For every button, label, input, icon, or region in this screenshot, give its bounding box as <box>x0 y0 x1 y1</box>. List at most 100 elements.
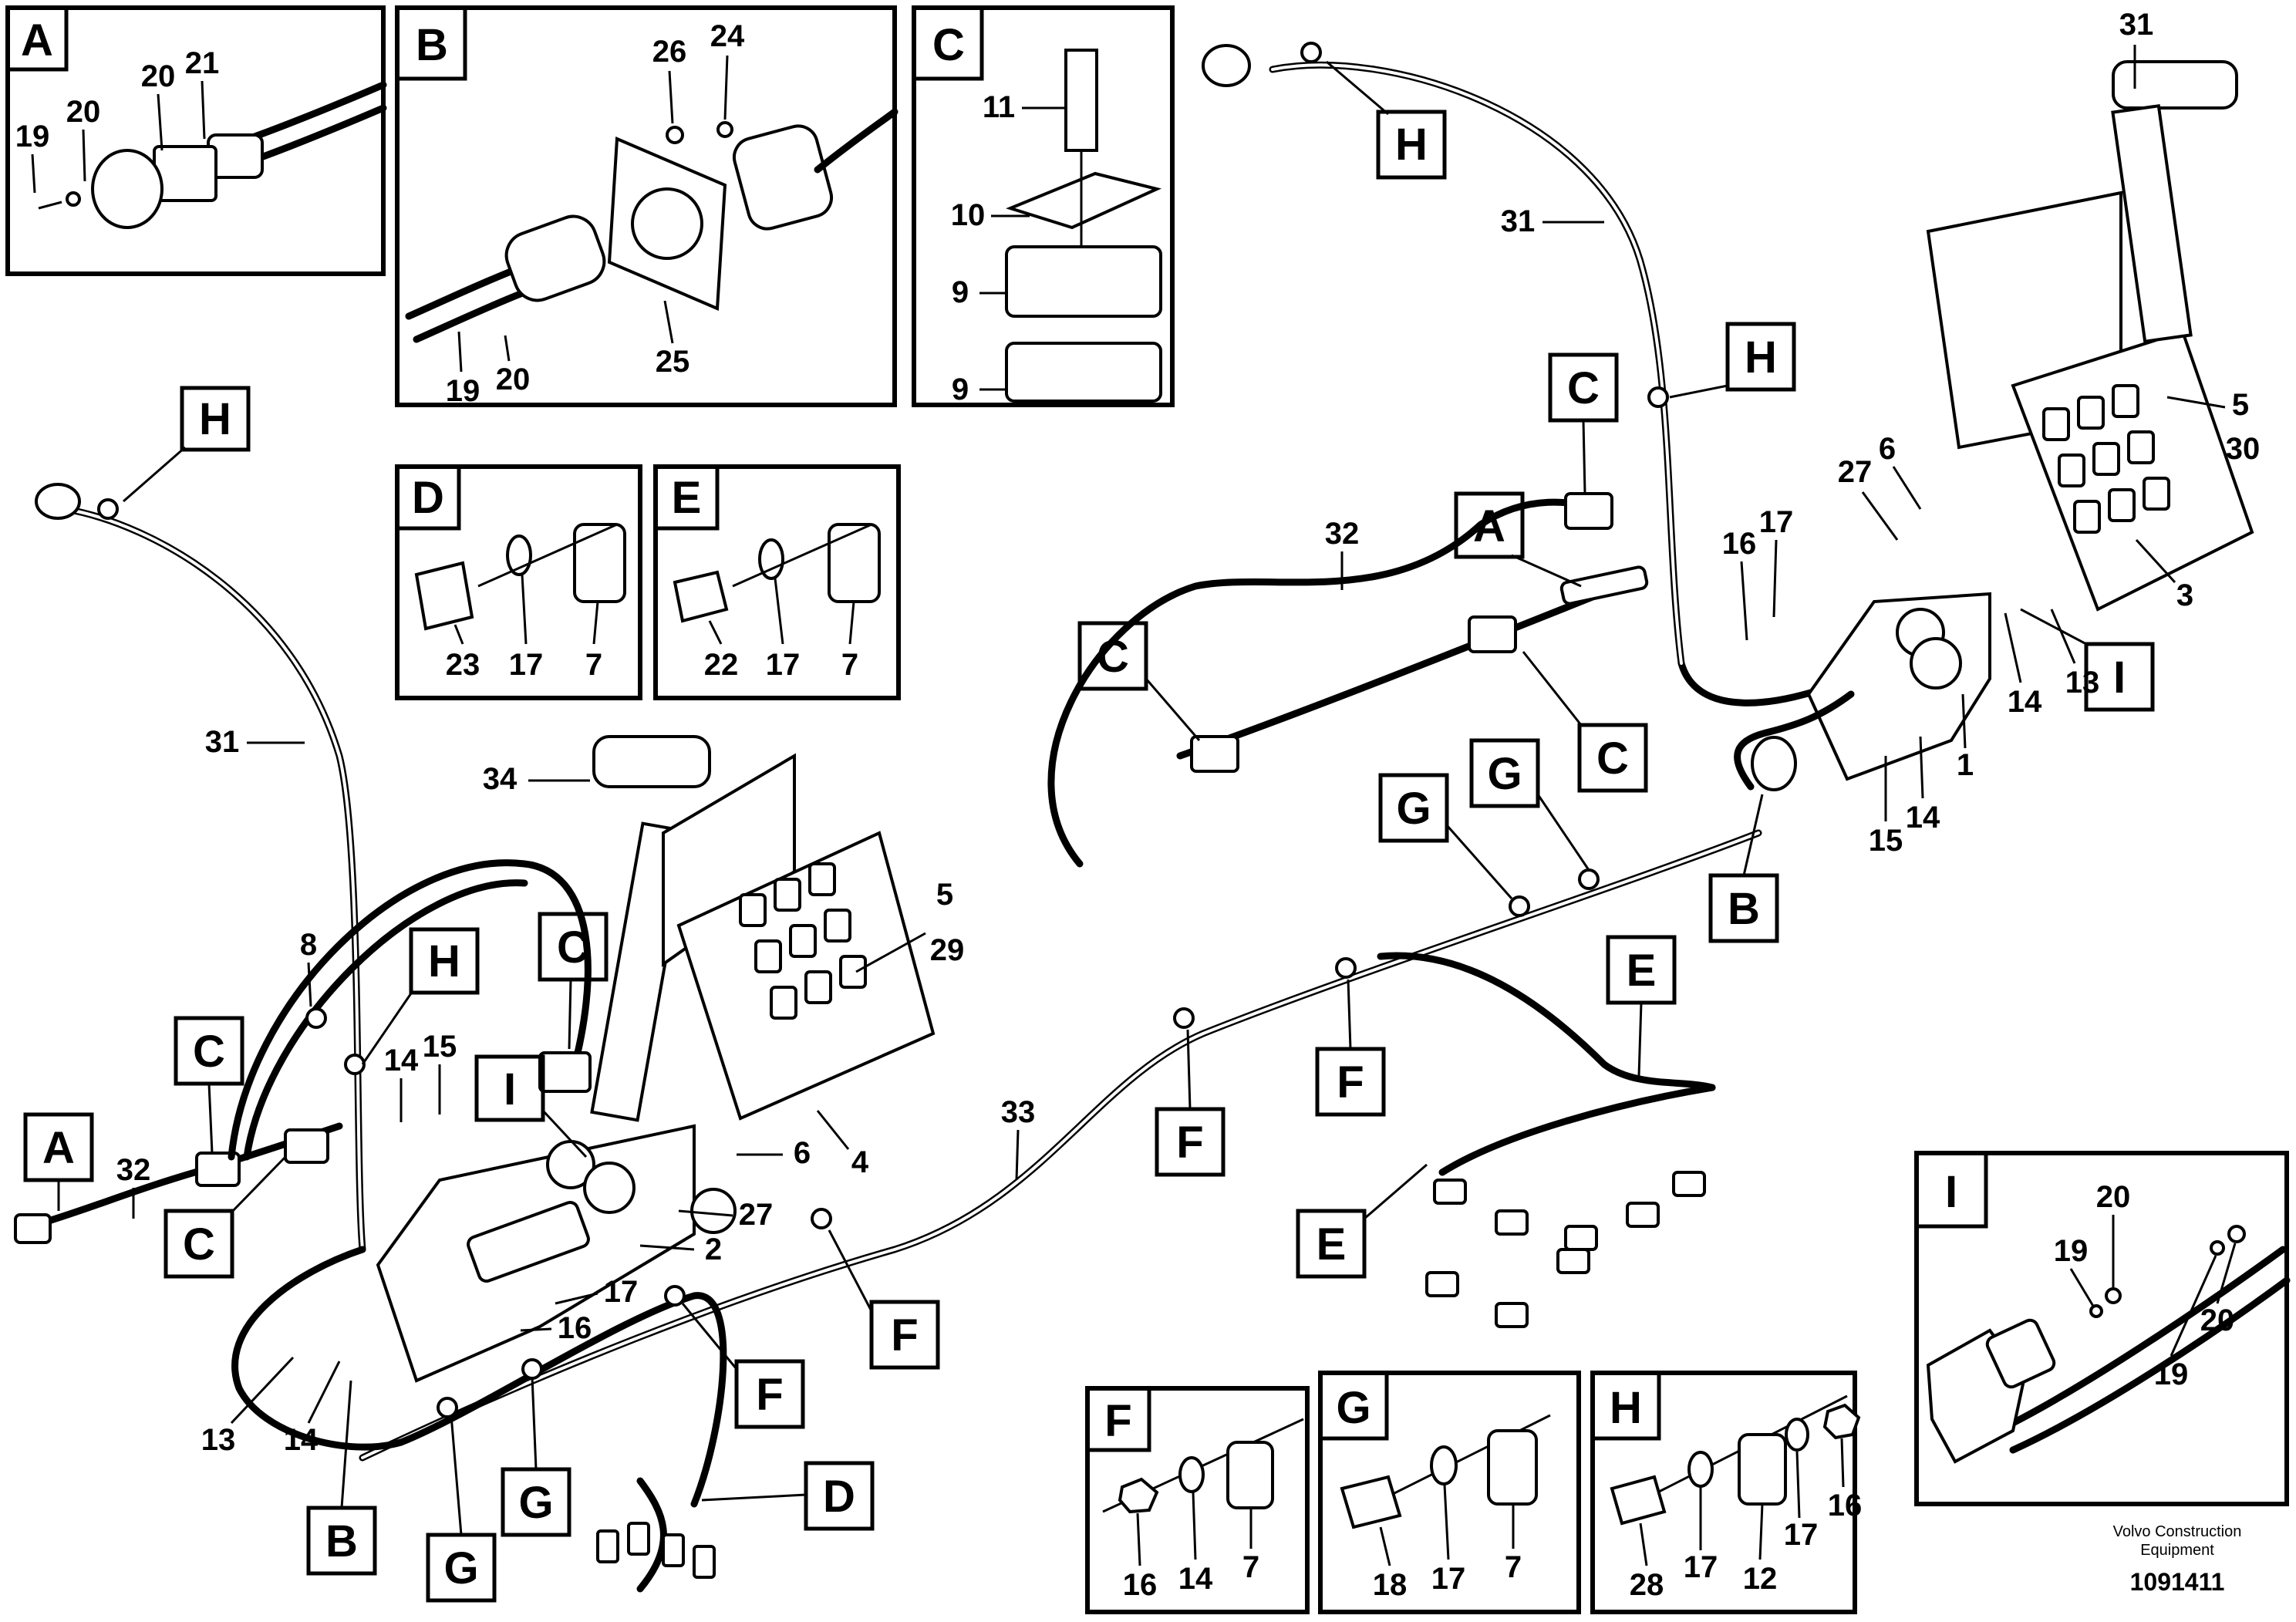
panel-d-callout-23: 23 <box>446 648 480 682</box>
credit-block: Volvo Construction Equipment 1091411 <box>2113 1523 2242 1596</box>
detail-panel-a: A 19 20 20 21 <box>5 5 387 276</box>
callout-5-right: 5 <box>2232 388 2249 422</box>
panel-h-callout-16: 16 <box>1828 1489 1863 1523</box>
tag-f-lower: F <box>756 1370 783 1420</box>
callout-1: 1 <box>1957 748 1974 782</box>
panel-a-callout-19: 19 <box>15 120 50 153</box>
diagram-reference-number: 1091411 <box>2130 1568 2225 1596</box>
callout-3: 3 <box>2176 578 2193 612</box>
panel-e-callout-17: 17 <box>766 648 801 682</box>
panel-b-letter: B <box>416 20 448 70</box>
callout-30: 30 <box>2226 432 2261 466</box>
panel-b-callout-20: 20 <box>496 363 531 396</box>
tag-f-right-b: F <box>1337 1057 1364 1108</box>
panel-i-letter: I <box>1945 1167 1957 1217</box>
callout-14-lower: 14 <box>284 1423 319 1457</box>
tag-f-right-a: F <box>1176 1118 1203 1168</box>
tag-g-left-a: G <box>443 1543 478 1593</box>
callout-5-left: 5 <box>936 878 953 912</box>
detail-panel-e: E 22 17 7 <box>653 464 901 700</box>
panel-g-callout-18: 18 <box>1373 1568 1408 1602</box>
panel-f-callout-16: 16 <box>1123 1568 1158 1602</box>
reference-tags: H H H H A A C C C C C C <box>23 60 2155 1603</box>
credit-company-line2: Equipment <box>2140 1542 2214 1559</box>
tag-e-bottom: E <box>1317 1219 1347 1270</box>
panel-e-callout-22: 22 <box>704 648 739 682</box>
tag-c-right-top: C <box>1567 363 1600 413</box>
detail-panel-d: D 23 17 7 <box>395 464 642 700</box>
left-control-panel-switches <box>739 862 867 1020</box>
right-control-panel-switches <box>2042 384 2170 534</box>
tag-h-right: H <box>1745 332 1777 383</box>
tag-g-left-b: G <box>518 1478 553 1528</box>
tag-a-right: A <box>1473 501 1505 551</box>
panel-e-letter: E <box>672 473 702 523</box>
tag-e-top: E <box>1627 946 1657 996</box>
panel-i-callout-20b: 20 <box>2200 1303 2235 1337</box>
callout-31-left: 31 <box>205 725 240 759</box>
panel-f-letter: F <box>1104 1396 1131 1446</box>
panel-h-callout-12: 12 <box>1743 1562 1778 1596</box>
panel-i-callout-19a: 19 <box>2054 1234 2089 1268</box>
panel-c-callout-11: 11 <box>983 90 1015 124</box>
callout-34: 34 <box>483 762 518 796</box>
panel-e-callout-7: 7 <box>841 648 858 682</box>
callout-14-left: 14 <box>384 1044 419 1077</box>
tag-h-top-right: H <box>1395 120 1428 170</box>
tag-i-right: I <box>2113 653 2126 703</box>
panel-d-callout-7: 7 <box>585 648 602 682</box>
detail-panel-c: C 11 10 9 9 <box>912 5 1175 407</box>
tag-a-left: A <box>42 1123 75 1173</box>
callout-16-left: 16 <box>558 1311 592 1345</box>
tag-c-left-top: C <box>193 1027 225 1077</box>
panel-h-callout-28: 28 <box>1630 1568 1664 1602</box>
panel-f-callout-7: 7 <box>1242 1550 1259 1584</box>
harness-clips <box>305 386 1669 1418</box>
callout-32-left: 32 <box>116 1153 151 1187</box>
tag-g-right-b: G <box>1487 749 1522 799</box>
tag-h-top-left: H <box>199 394 231 444</box>
credit-company: Volvo Construction <box>2113 1523 2242 1540</box>
panel-c-callout-10: 10 <box>951 198 986 232</box>
tag-b-right: B <box>1728 884 1760 934</box>
callout-6-right: 6 <box>1879 432 1896 466</box>
panel-g-letter: G <box>1336 1383 1371 1433</box>
detail-panel-g: G 18 17 7 <box>1318 1371 1581 1614</box>
callout-29: 29 <box>930 933 965 967</box>
panel-b-callout-24: 24 <box>710 19 745 53</box>
callout-32-right: 32 <box>1325 517 1360 551</box>
callout-14-right-lower: 14 <box>1906 801 1940 835</box>
panel-g-callout-17: 17 <box>1431 1562 1466 1596</box>
callout-33: 33 <box>1001 1095 1036 1129</box>
panel-f-callout-14: 14 <box>1178 1562 1213 1596</box>
detail-panel-b: B 26 24 25 19 20 <box>395 5 899 408</box>
callout-8: 8 <box>300 928 317 962</box>
panel-c-callout-9a: 9 <box>952 275 969 309</box>
panel-a-callout-21: 21 <box>185 46 220 80</box>
callout-16-right: 16 <box>1722 527 1757 561</box>
detail-panel-h: H 28 17 12 17 16 <box>1590 1371 1863 1614</box>
callout-27-right: 27 <box>1838 455 1873 489</box>
tag-f-center: F <box>891 1310 918 1361</box>
callout-13-left: 13 <box>201 1423 236 1457</box>
panel-h-callout-17a: 17 <box>1684 1550 1718 1584</box>
tag-c-left-bottom: C <box>183 1219 215 1270</box>
panel-a-callout-20b: 20 <box>141 59 176 93</box>
tag-c-right-loop: C <box>1097 632 1129 682</box>
callout-15-right: 15 <box>1869 824 1903 858</box>
callout-6-left: 6 <box>794 1136 811 1170</box>
panel-i-callout-19b: 19 <box>2154 1357 2189 1391</box>
tag-g-right-a: G <box>1396 784 1431 834</box>
tag-b-left: B <box>325 1516 358 1566</box>
callout-14-right: 14 <box>2008 685 2042 719</box>
panel-h-callout-17b: 17 <box>1784 1518 1819 1552</box>
tag-h-left-mid: H <box>428 936 460 986</box>
panel-c-letter: C <box>932 20 965 70</box>
callout-4: 4 <box>851 1145 869 1179</box>
harness-e-connectors <box>1425 1171 1706 1328</box>
callout-2: 2 <box>705 1233 722 1266</box>
panel-a-letter: A <box>21 15 53 66</box>
main-harness-drawing <box>14 42 2254 1593</box>
callout-13-right: 13 <box>2065 666 2100 700</box>
